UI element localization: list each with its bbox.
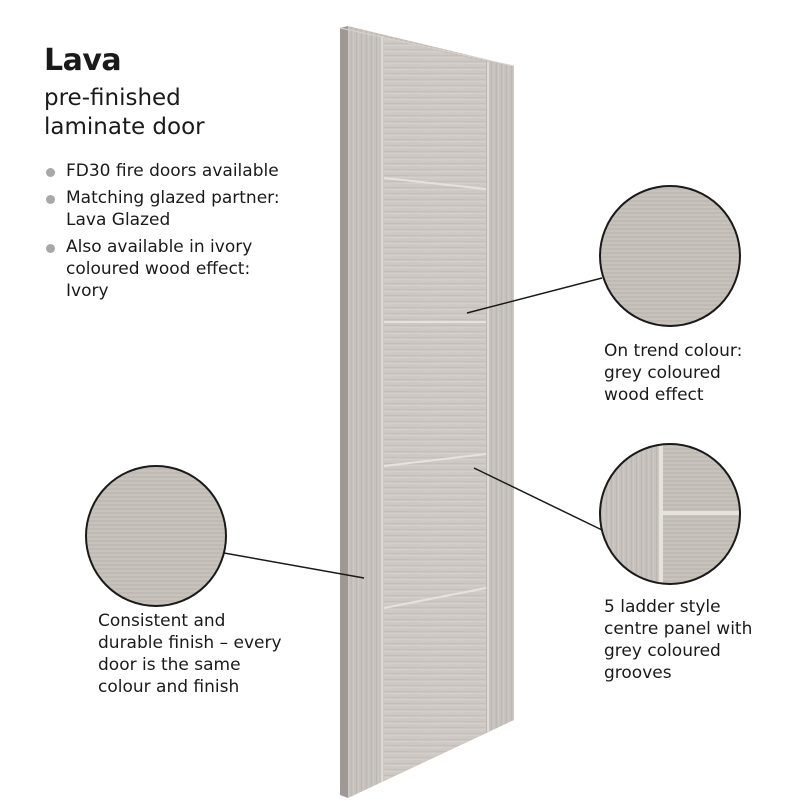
bullet-icon [46,195,55,204]
feature-item: FD30 fire doors available [44,160,314,182]
callout-finish: Consistent and durable finish – every do… [98,611,282,697]
leader-line [223,552,365,579]
callout-grooves: 5 ladder style centre panel with grey co… [604,597,753,683]
feature-item: Matching glazed partner: Lava Glazed [44,187,314,231]
subtitle-line: pre-finished [44,85,181,111]
feature-list: FD30 fire doors available Matching glaze… [44,160,314,307]
colour-swatch-circle [599,185,741,327]
door [339,26,515,798]
bullet-icon [46,244,55,253]
product-subtitle: pre-finished laminate door [44,84,304,142]
subtitle-line: laminate door [44,114,205,140]
leader-line [466,277,603,314]
product-title: Lava [44,43,122,78]
leader-line [473,467,603,531]
bullet-icon [46,168,55,177]
finish-swatch-circle [85,465,227,607]
groove-detail-circle [599,443,741,585]
callout-colour: On trend colour: grey coloured wood effe… [604,341,743,405]
feature-item: Also available in ivory coloured wood ef… [44,236,314,302]
